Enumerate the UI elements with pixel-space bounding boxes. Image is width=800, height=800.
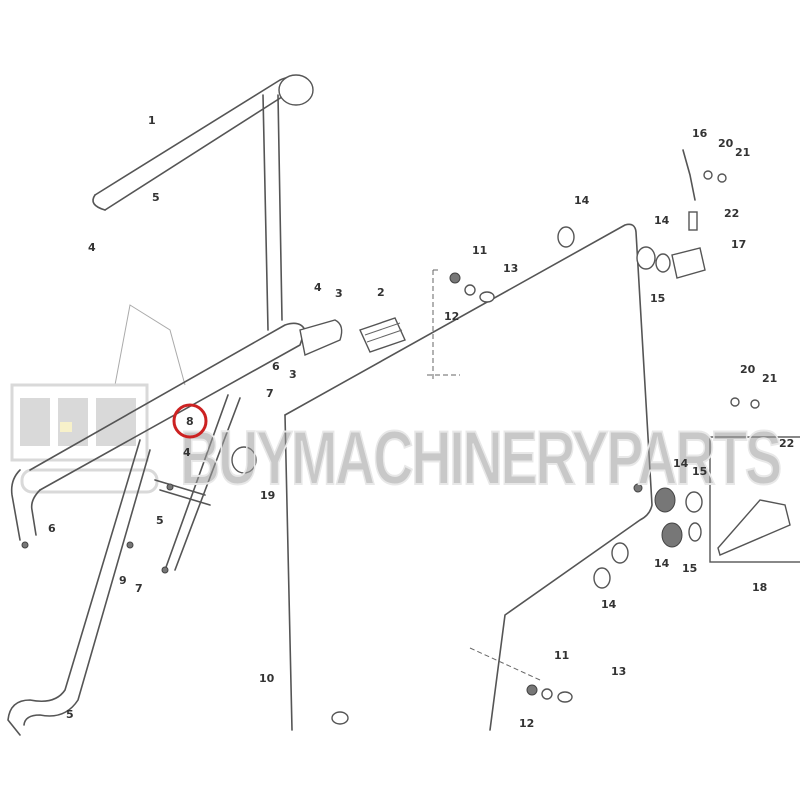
callout: 6 bbox=[48, 522, 56, 535]
callout: 16 bbox=[692, 127, 708, 140]
callout: 3 bbox=[289, 368, 297, 381]
callout: 9 bbox=[119, 574, 127, 587]
callout-highlighted: 8 bbox=[186, 415, 194, 428]
callout: 7 bbox=[135, 582, 143, 595]
callout: 10 bbox=[259, 672, 275, 685]
callout: 5 bbox=[156, 514, 164, 527]
callout: 13 bbox=[503, 262, 518, 275]
callout: 17 bbox=[731, 238, 746, 251]
callout: 2 bbox=[377, 286, 385, 299]
callout: 11 bbox=[472, 244, 487, 257]
callout: 14 bbox=[654, 214, 670, 227]
callout: 14 bbox=[654, 557, 670, 570]
door-panel bbox=[284, 223, 653, 731]
callout: 14 bbox=[601, 598, 617, 611]
callout: 20 bbox=[718, 137, 734, 150]
callout: 14 bbox=[574, 194, 590, 207]
callout-labels: 1 5 4 4 3 2 6 3 8 7 4 5 19 6 9 7 5 10 11… bbox=[48, 114, 794, 730]
callout: 22 bbox=[779, 437, 794, 450]
callout: 22 bbox=[724, 207, 739, 220]
callout: 13 bbox=[611, 665, 626, 678]
callout: 1 bbox=[148, 114, 156, 127]
callout: 20 bbox=[740, 363, 756, 376]
callout: 5 bbox=[66, 708, 74, 721]
callout: 6 bbox=[272, 360, 280, 373]
callout: 21 bbox=[735, 146, 750, 159]
highlight-circle bbox=[172, 403, 208, 439]
callout: 15 bbox=[692, 465, 707, 478]
handle-assembly bbox=[7, 74, 406, 736]
logo-watermark bbox=[10, 304, 186, 494]
hardware-parts bbox=[21, 149, 800, 703]
callout: 3 bbox=[335, 287, 343, 300]
callout: 4 bbox=[183, 446, 191, 459]
callout: 19 bbox=[260, 489, 275, 502]
watermark-text: BUYMACHINERYPARTS bbox=[180, 416, 780, 501]
callout: 21 bbox=[762, 372, 777, 385]
callout: 7 bbox=[266, 387, 274, 400]
callout: 4 bbox=[314, 281, 322, 294]
callout: 5 bbox=[152, 191, 160, 204]
callout: 4 bbox=[88, 241, 96, 254]
callout: 15 bbox=[682, 562, 697, 575]
callout: 14 bbox=[673, 457, 689, 470]
callout: 18 bbox=[752, 581, 767, 594]
callout: 12 bbox=[444, 310, 459, 323]
callout: 12 bbox=[519, 717, 534, 730]
callout: 15 bbox=[650, 292, 665, 305]
callout: 11 bbox=[554, 649, 569, 662]
